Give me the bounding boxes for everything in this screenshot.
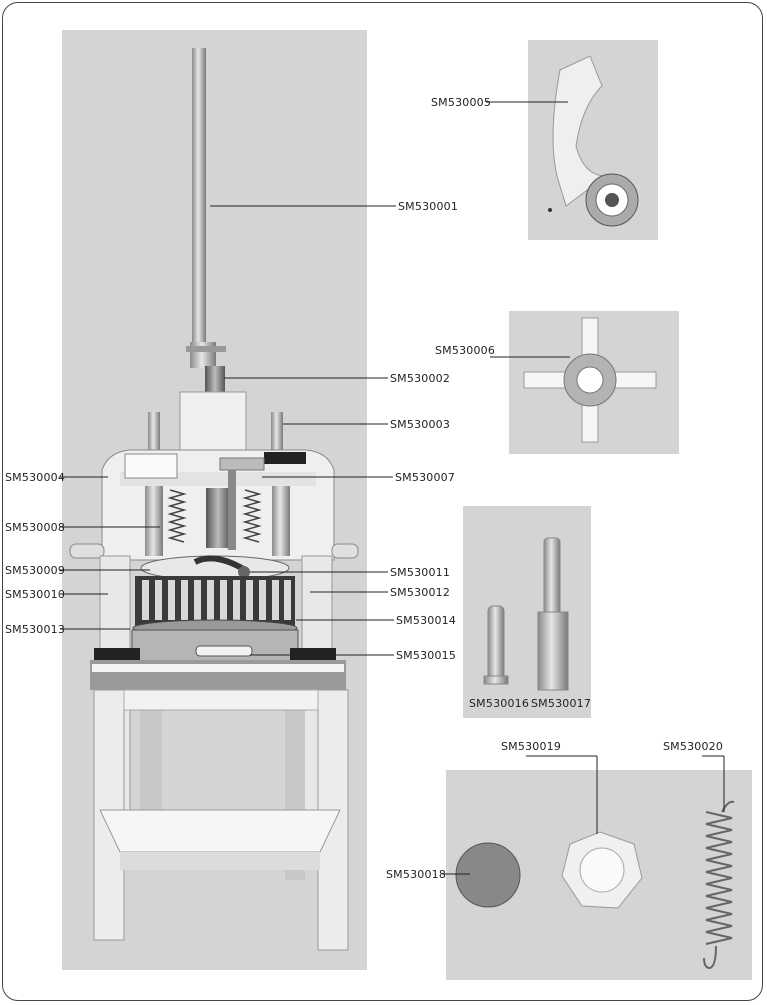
- label-sm530020: SM530020: [663, 740, 723, 753]
- label-sm530007: SM530007: [395, 471, 455, 484]
- inset-part-5: [528, 40, 658, 240]
- label-sm530012: SM530012: [390, 586, 450, 599]
- spring-part: [703, 800, 735, 970]
- label-sm530009: SM530009: [5, 564, 65, 577]
- part-labels: SM530001 SM530002 SM530003 SM530004 SM53…: [5, 96, 723, 881]
- label-sm530008: SM530008: [5, 521, 65, 534]
- label-sm530018: SM530018: [386, 868, 446, 881]
- label-sm530016: SM530016: [469, 697, 529, 710]
- label-sm530006: SM530006: [435, 344, 495, 357]
- label-sm530004: SM530004: [5, 471, 65, 484]
- inset-part-6: [509, 311, 679, 454]
- label-sm530014: SM530014: [396, 614, 456, 627]
- label-sm530002: SM530002: [390, 372, 450, 385]
- handle-rod: [192, 48, 206, 348]
- label-sm530015: SM530015: [396, 649, 456, 662]
- leader-lines: [60, 101, 725, 875]
- label-sm530003: SM530003: [390, 418, 450, 431]
- disc-part: [455, 842, 521, 908]
- label-sm530017: SM530017: [531, 697, 591, 710]
- label-sm530005: SM530005: [431, 96, 491, 109]
- label-sm530010: SM530010: [5, 588, 65, 601]
- label-sm530001: SM530001: [398, 200, 458, 213]
- inset-parts-18-20: [446, 770, 752, 980]
- label-sm530019: SM530019: [501, 740, 561, 753]
- inset-parts-16-17: [463, 506, 591, 718]
- label-sm530011: SM530011: [390, 566, 450, 579]
- label-sm530013: SM530013: [5, 623, 65, 636]
- machine-photo: [62, 30, 367, 970]
